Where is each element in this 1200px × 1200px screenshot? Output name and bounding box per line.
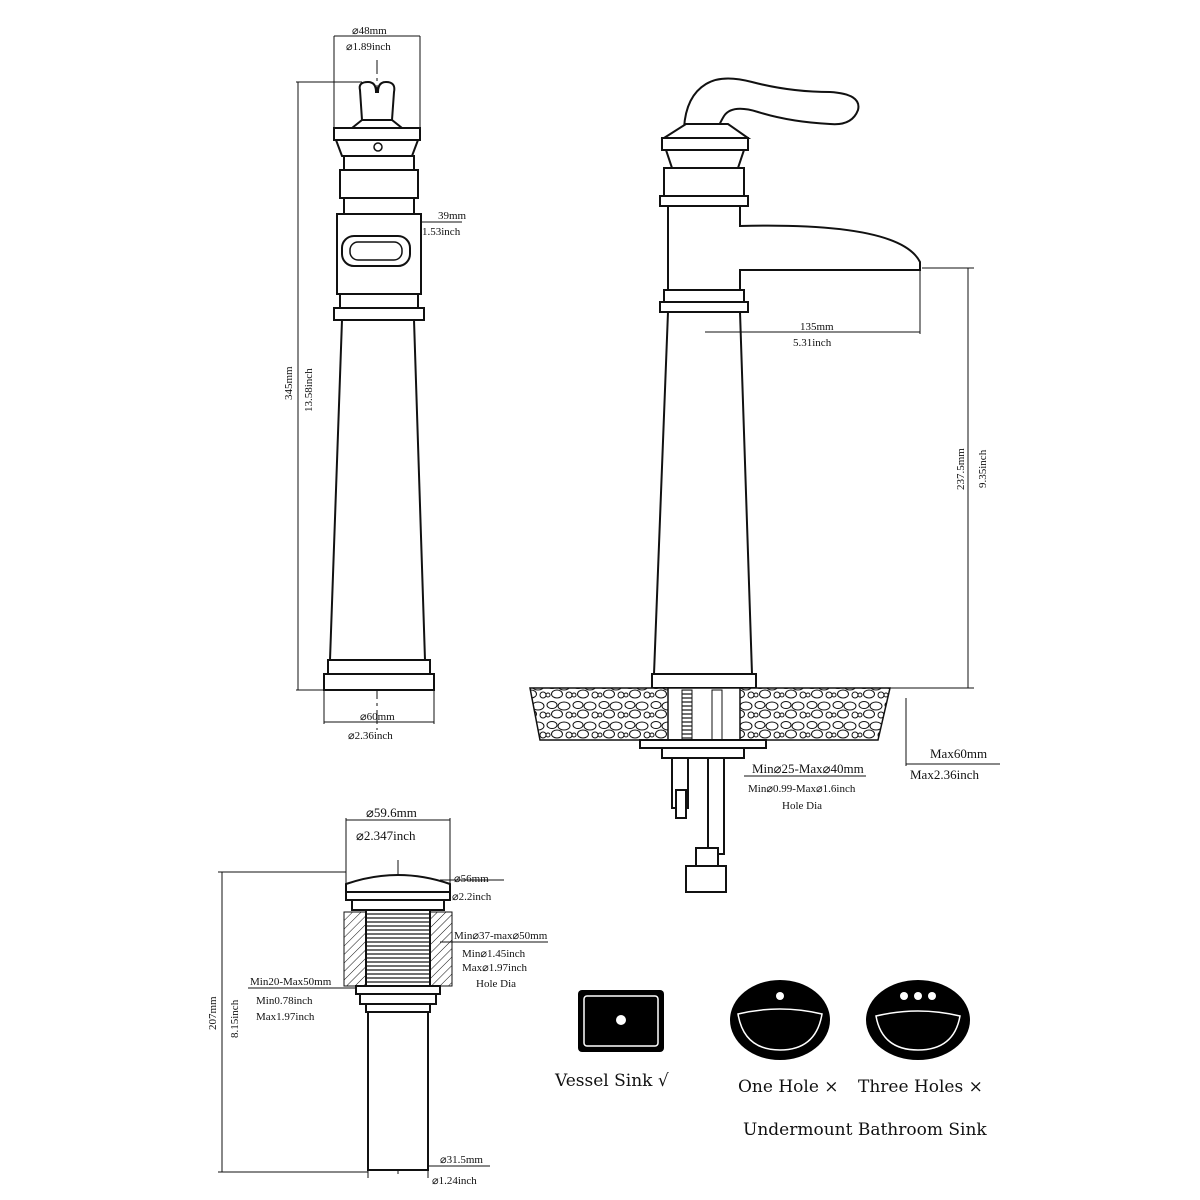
spout-height-in: 9.35inch [977, 449, 989, 488]
cap-dia-mm: ⌀59.6mm [366, 805, 417, 820]
sink-compatibility: Vessel Sink √ One Hole × Three Holes × U… [554, 980, 987, 1140]
three-holes-label: Three Holes × [858, 1077, 983, 1097]
faucet-side-view: 135mm 5.31inch 237.5mm 9.35inch Max60mm … [529, 77, 1000, 893]
sink-thickness-mm: Min20-Max50mm [250, 976, 332, 988]
pipe-dia-in: ⌀1.24inch [432, 1175, 477, 1187]
faucet-front-view: ⌀48mm ⌀1.89inch 39mm 1.53inch 345mm 13.5… [283, 25, 467, 742]
faucet-hole-mm: Min⌀25-Max⌀40mm [752, 761, 864, 776]
drain-hole-in-min: Min⌀1.45inch [462, 948, 526, 960]
height-in: 13.58inch [303, 368, 315, 412]
reach-in: 5.31inch [793, 337, 832, 349]
drain-height-mm: 207mm [207, 996, 219, 1030]
top-dia-in: ⌀1.89inch [346, 41, 391, 53]
one-hole-label: One Hole × [738, 1077, 839, 1097]
sink-thickness-in-min: Min0.78inch [256, 995, 313, 1007]
deck-thickness-in: Max2.36inch [910, 767, 979, 782]
base-dia-mm: ⌀60mm [360, 711, 395, 723]
pop-up-drain: ⌀59.6mm ⌀2.347inch ⌀56mm ⌀2.2inch Min⌀37… [207, 805, 548, 1187]
handle-width-mm: 39mm [438, 210, 467, 222]
vessel-sink-icon [578, 990, 664, 1052]
one-hole-sink-icon [730, 980, 830, 1060]
undermount-label: Undermount Bathroom Sink [743, 1120, 987, 1140]
reach-mm: 135mm [800, 321, 834, 333]
cap-dia-in: ⌀2.347inch [356, 828, 416, 843]
sink-thickness-in-max: Max1.97inch [256, 1011, 315, 1023]
height-mm: 345mm [283, 366, 295, 400]
drain-hole-in-max: Max⌀1.97inch [462, 962, 527, 974]
drain-hole-label: Hole Dia [476, 978, 516, 990]
drain-height-in: 8.15inch [229, 999, 241, 1038]
drain-hole-mm: Min⌀37-max⌀50mm [454, 930, 548, 942]
faucet-hole-in: Min⌀0.99-Max⌀1.6inch [748, 783, 856, 795]
three-holes-sink-icon [866, 980, 970, 1060]
pipe-dia-mm: ⌀31.5mm [440, 1154, 483, 1166]
base-dia-in: ⌀2.36inch [348, 730, 393, 742]
spout-height-mm: 237.5mm [955, 448, 967, 490]
handle-width-in: 1.53inch [422, 226, 461, 238]
top-dia-mm: ⌀48mm [352, 25, 387, 37]
flange-dia-mm: ⌀56mm [454, 873, 489, 885]
flange-dia-in: ⌀2.2inch [452, 891, 492, 903]
deck-thickness-mm: Max60mm [930, 746, 987, 761]
faucet-hole-label: Hole Dia [782, 800, 822, 812]
vessel-sink-label: Vessel Sink √ [554, 1071, 669, 1091]
